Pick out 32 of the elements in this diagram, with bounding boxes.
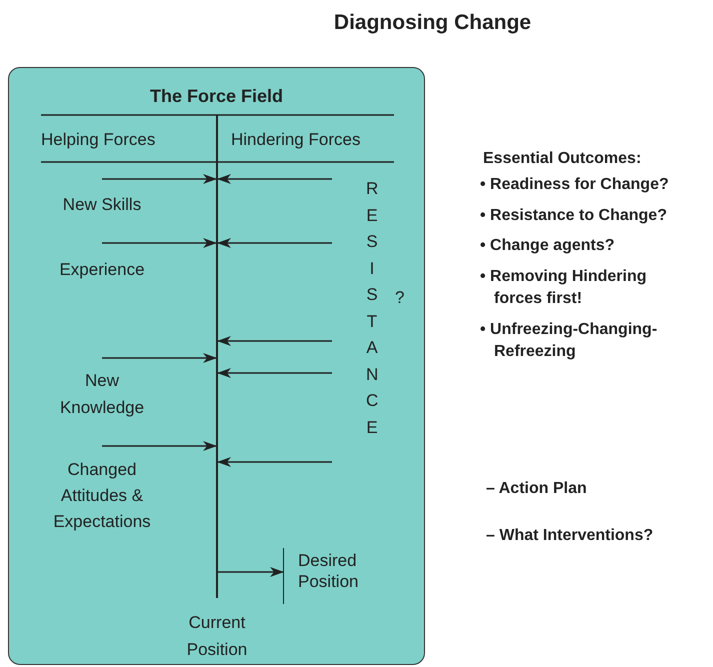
force-arrow bbox=[217, 238, 332, 248]
force-field-panel bbox=[8, 67, 425, 665]
bullet-item: • Removing Hindering forces first! bbox=[480, 267, 648, 309]
force-arrow bbox=[102, 238, 217, 248]
bullet-item: • Readiness for Change? bbox=[480, 175, 670, 195]
force-arrow bbox=[217, 336, 332, 346]
force-label: Experience bbox=[58, 259, 146, 280]
column-header: Helping Forces bbox=[41, 129, 156, 150]
force-label: Changed Attitudes & Expectations bbox=[52, 459, 152, 533]
position-label: Desired Position bbox=[298, 550, 360, 592]
force-label: New Knowledge bbox=[58, 370, 146, 419]
question-mark: ? bbox=[395, 287, 406, 308]
position-label: Current Position bbox=[186, 612, 248, 661]
section-heading: Essential Outcomes: bbox=[483, 149, 642, 169]
force-arrow bbox=[217, 174, 332, 184]
bullet-item: • Resistance to Change? bbox=[480, 206, 668, 226]
force-label: New Skills bbox=[62, 194, 142, 216]
force-arrow bbox=[217, 457, 332, 467]
center-line bbox=[216, 115, 218, 598]
bullet-item: • Change agents? bbox=[480, 236, 616, 256]
sub-item: – Action Plan bbox=[486, 479, 588, 499]
force-arrow bbox=[102, 353, 217, 363]
force-arrow bbox=[102, 441, 217, 451]
column-header: Hindering Forces bbox=[231, 129, 362, 150]
sub-item: – What Interventions? bbox=[486, 526, 654, 546]
force-arrow bbox=[102, 174, 217, 184]
force-arrow bbox=[217, 368, 332, 378]
diagram-title: Diagnosing Change bbox=[332, 10, 532, 36]
bullet-item: • Unfreezing-Changing-Refreezing bbox=[480, 320, 658, 362]
vertical-label: RESISTANCE bbox=[366, 178, 378, 438]
panel-title: The Force Field bbox=[148, 85, 284, 108]
force-arrow bbox=[218, 567, 284, 577]
